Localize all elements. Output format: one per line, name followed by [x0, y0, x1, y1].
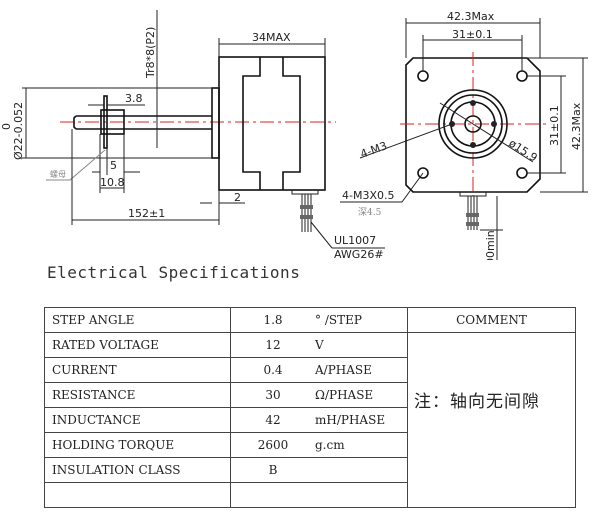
total-length-dim: [71, 129, 220, 225]
hole-spacing-h-label: 31±0.1: [452, 28, 493, 41]
spec-name: [44, 482, 231, 508]
motor-stator-outline: [242, 57, 301, 190]
spec-value: 0.4: [263, 363, 283, 377]
motor-drawing: UL1007 AWG26# 34MAX Tr8*8(P2) Ø22-0.052 …: [0, 10, 588, 260]
table-row: INDUCTANCE 42 mH/PHASE: [44, 407, 576, 433]
table-row: [44, 482, 576, 508]
shaft-diameter-dim: [22, 87, 212, 159]
comment-header: COMMENT: [407, 307, 576, 333]
nut-thickness-label: 3.8: [125, 92, 143, 105]
total-length-label: 152±1: [128, 207, 165, 220]
width-max-label: 42.3Max: [447, 10, 495, 23]
spec-unit: mH/PHASE: [315, 413, 386, 427]
wire-gauge-label: AWG26#: [334, 248, 384, 260]
table-row: INSULATION CLASS B: [44, 457, 576, 483]
spec-value: 2600: [257, 438, 289, 452]
hole-spacing-v-dim: [527, 75, 566, 174]
spec-name: INSULATION CLASS: [44, 457, 231, 483]
body-length-label: 34MAX: [252, 31, 291, 44]
spec-value: B: [268, 463, 278, 477]
height-max-label: 42.3Max: [570, 102, 583, 150]
spec-table: STEP ANGLE 1.8 ° /STEP COMMENT RATED VOLT…: [44, 307, 576, 508]
boss-diameter-leader: [439, 102, 534, 163]
center-holes-label: 4-M3: [359, 139, 389, 161]
shaft-tolerance-upper: 0: [0, 123, 13, 130]
spec-value-cell: 12 V: [230, 332, 408, 358]
comment-note: 注：轴向无间隙: [414, 392, 540, 412]
nut-flange: [103, 95, 108, 149]
hole-depth-label: 深4.5: [358, 207, 382, 218]
lead-length-label: 500min: [484, 230, 497, 260]
nut-body: [100, 109, 125, 135]
front-wires: [466, 196, 479, 230]
lead-length-dim: [480, 196, 503, 260]
boss-outer: [438, 89, 508, 159]
boss-diameter-label: ø15.9: [506, 137, 539, 165]
shaft-diameter-label: Ø22-0.052: [12, 102, 25, 160]
table-row: RESISTANCE 30 Ω/PHASE: [44, 382, 576, 408]
spec-value-cell: 2600 g.cm: [230, 432, 408, 458]
spec-unit: Ω/PHASE: [315, 388, 374, 402]
nut-width-label: 10.8: [100, 176, 125, 189]
motor-flange: [211, 87, 220, 159]
table-row: RATED VOLTAGE 12 V 注：轴向无间隙: [44, 332, 576, 508]
spec-value-cell: [230, 482, 408, 508]
spec-value-cell: 30 Ω/PHASE: [230, 382, 408, 408]
wire-type-label: UL1007: [334, 234, 376, 247]
corner-holes-label: 4-M3X0.5: [342, 189, 395, 202]
side-wires: [300, 194, 313, 232]
boss-ring: [443, 94, 503, 154]
hole-spacing-v-label: 31±0.1: [548, 105, 561, 146]
thread-label: Tr8*8(P2): [144, 27, 157, 79]
spec-name: RATED VOLTAGE: [44, 332, 231, 358]
corner-holes-leader: [340, 172, 424, 203]
hole-spacing-h-dim: [422, 35, 523, 71]
nut-label: 螺母: [50, 169, 66, 179]
spec-unit: ° /STEP: [315, 313, 362, 327]
spec-value: 30: [265, 388, 281, 402]
spec-name: CURRENT: [44, 357, 231, 383]
front-connector: [459, 192, 487, 197]
shaft-hole: [464, 115, 482, 133]
table-row: STEP ANGLE 1.8 ° /STEP COMMENT: [44, 307, 576, 333]
width-max-dim: [405, 18, 541, 58]
boss-m3-holes: [449, 100, 497, 148]
spec-value: 12: [265, 338, 281, 352]
front-face: [405, 57, 541, 193]
comment-cell: 注：轴向无间隙: [407, 332, 576, 508]
nut-leader: [46, 149, 106, 181]
spec-unit: A/PHASE: [315, 363, 372, 377]
spec-unit: g.cm: [315, 438, 345, 452]
spec-value-cell: 0.4 A/PHASE: [230, 357, 408, 383]
spec-name: HOLDING TORQUE: [44, 432, 231, 458]
spec-name: INDUCTANCE: [44, 407, 231, 433]
spec-value-cell: B: [230, 457, 408, 483]
body-length-dim: [218, 38, 326, 57]
spec-name: RESISTANCE: [44, 382, 231, 408]
nut-offset-dims: [92, 134, 140, 193]
height-max-dim: [527, 57, 588, 193]
nut-offset-label: 5: [110, 159, 117, 172]
spec-name: STEP ANGLE: [44, 307, 231, 333]
lead-screw-shaft: [73, 115, 212, 130]
spec-value-cell: 42 mH/PHASE: [230, 407, 408, 433]
spec-value: 1.8: [263, 313, 283, 327]
table-row: HOLDING TORQUE 2600 g.cm: [44, 432, 576, 458]
spec-value: 42: [265, 413, 281, 427]
wire-leader: [310, 221, 333, 249]
center-holes-leader: [359, 123, 453, 159]
motor-body: [218, 56, 326, 191]
spec-title: Electrical Specifications: [47, 263, 301, 282]
flange-offset-label: 2: [234, 191, 241, 204]
spec-value-cell: 1.8 ° /STEP: [230, 307, 408, 333]
spec-unit: V: [315, 338, 324, 352]
